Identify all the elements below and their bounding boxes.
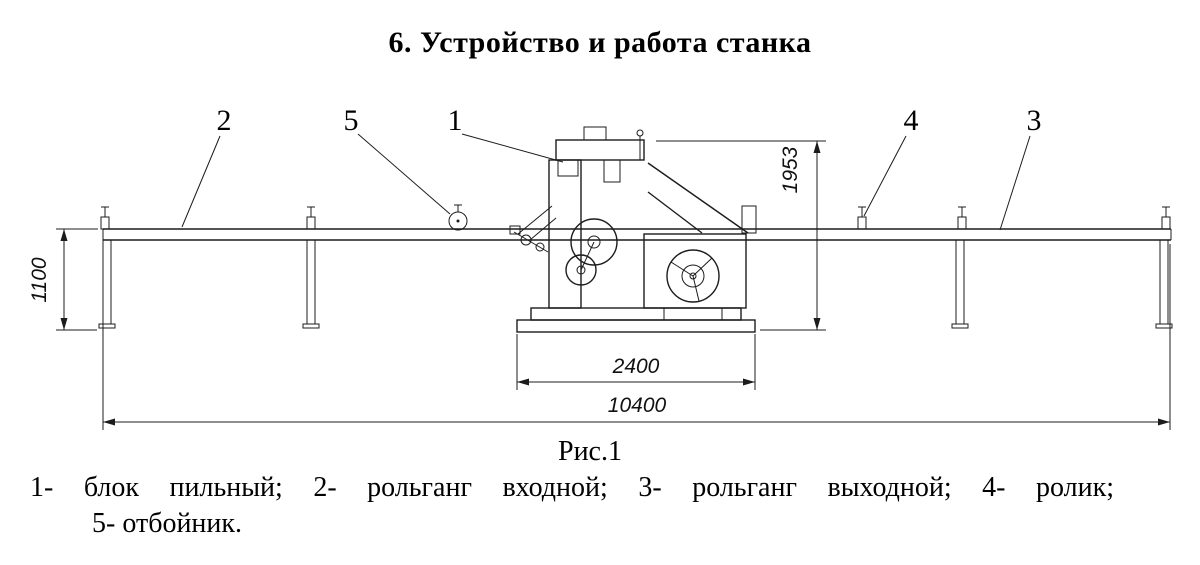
dimension-text-1953: 1953 — [779, 146, 802, 193]
leader-part5 — [357, 133, 451, 215]
roller-marker — [100, 206, 110, 230]
leg — [302, 239, 320, 329]
fan-wheel — [666, 249, 720, 303]
dimension-text-1100: 1100 — [28, 257, 51, 302]
page-title: 6. Устройство и работа станка — [388, 26, 812, 59]
leg — [951, 239, 969, 329]
part-label-3: 3 — [1027, 104, 1042, 137]
roller-marker — [1161, 206, 1171, 230]
lower-pulley — [565, 254, 597, 286]
roller-marker — [857, 206, 867, 230]
legend-line-1: 1- блок пильный; 2- рольганг входной; 3-… — [30, 472, 1114, 503]
leader-part3 — [999, 135, 1031, 231]
dimension-text-10400: 10400 — [608, 394, 667, 417]
part-label-4: 4 — [904, 104, 919, 137]
leader-part2 — [181, 135, 221, 228]
saw-block — [509, 126, 757, 333]
dimension-10400: 10400 — [102, 244, 1171, 430]
part-label-5: 5 — [344, 104, 359, 137]
fan-cabinet — [643, 233, 747, 309]
conveyor-rail — [102, 228, 1172, 241]
top-assembly — [555, 139, 645, 161]
dimension-1953: 1953 — [656, 140, 826, 331]
dimension-text-2400: 2400 — [612, 355, 660, 378]
part-label-2: 2 — [217, 104, 232, 137]
roller-brackets — [100, 206, 1171, 230]
saw-pulley — [570, 218, 618, 266]
leader-lines — [181, 133, 1031, 231]
dimension-2400: 2400 — [516, 334, 756, 390]
machine-foundation — [516, 319, 756, 333]
part-labels: 2 5 1 4 3 — [217, 104, 1042, 137]
deflector — [448, 204, 468, 231]
dimension-1100: 1100 — [28, 228, 98, 331]
figure-caption: Рис.1 — [558, 436, 622, 467]
leg — [98, 239, 116, 329]
machine-base — [530, 307, 742, 321]
roller-marker — [957, 206, 967, 230]
leg — [1155, 239, 1173, 329]
leader-part1 — [461, 133, 564, 163]
conveyor-legs — [98, 239, 1173, 329]
roller-marker — [306, 206, 316, 230]
leader-part4 — [863, 135, 907, 217]
figure-legend: 1- блок пильный; 2- рольганг входной; 3-… — [30, 470, 1114, 542]
part-label-1: 1 — [448, 104, 463, 137]
machine-column — [548, 159, 582, 309]
legend-line-2: 5- отбойник. — [92, 508, 242, 539]
